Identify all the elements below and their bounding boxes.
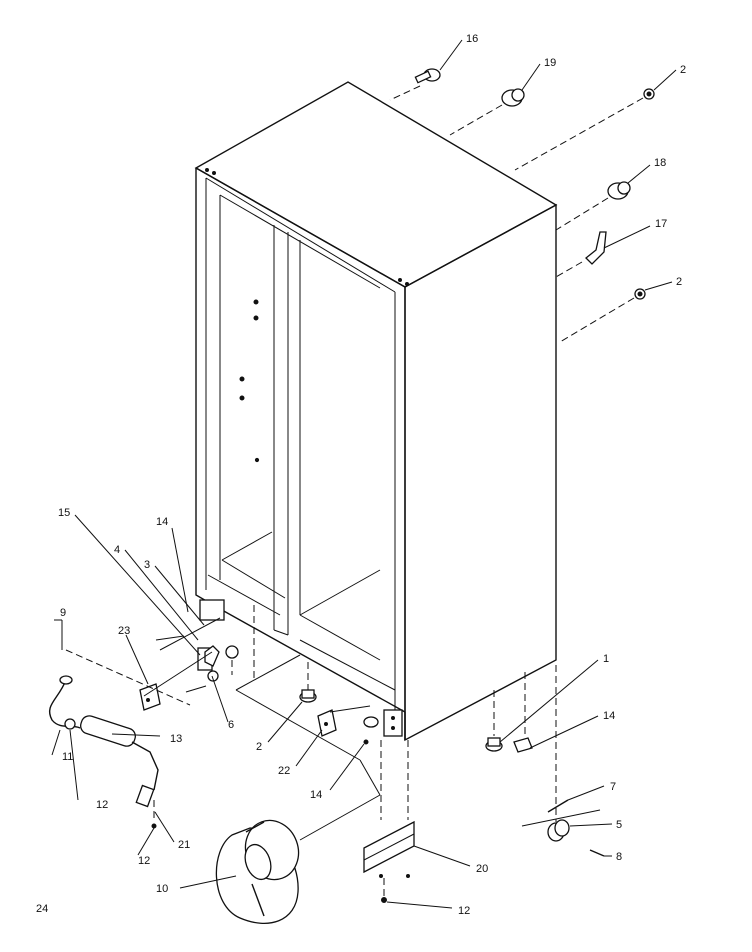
callout-22: 22: [278, 765, 290, 777]
part-7-screw: [547, 785, 605, 813]
callout-10: 10: [156, 883, 168, 895]
part-12-screw-bottom: [381, 878, 453, 909]
left-hinge-assembly: [74, 514, 255, 723]
callout-21: 21: [178, 839, 190, 851]
callout-3: 3: [144, 559, 150, 571]
callout-8: 8: [616, 851, 622, 863]
callout-5: 5: [616, 819, 622, 831]
callout-labels: 16 19 2 18 17 2 15 14 4 3 9 23 6 13 11 1…: [58, 33, 686, 917]
callout-20: 20: [476, 863, 488, 875]
callout-1: 1: [603, 653, 609, 665]
callout-14-center: 14: [310, 789, 322, 801]
callout-6: 6: [228, 719, 234, 731]
part-19-bushing: [449, 63, 541, 136]
cabinet-body: [194, 81, 558, 742]
callout-9: 9: [60, 607, 66, 619]
part-2-leveler-center: [235, 654, 361, 761]
callout-4: 4: [114, 544, 120, 556]
part-1-leveler-right: [485, 659, 599, 752]
part-14-clip-right: [513, 672, 599, 753]
callout-18: 18: [654, 157, 666, 169]
part-16-hinge-pin: [389, 39, 463, 101]
callout-17: 17: [655, 218, 667, 230]
part-17-hinge-bracket: [555, 225, 651, 278]
tube-callout-lines: [51, 729, 175, 856]
part-5-roller: [521, 665, 613, 842]
part-2-screw-top: [514, 69, 677, 171]
callout-15: 15: [58, 507, 70, 519]
part-8-screw: [589, 849, 612, 857]
callout-2-mid: 2: [676, 276, 682, 288]
callout-23: 23: [118, 625, 130, 637]
callout-14-left: 14: [156, 516, 168, 528]
callout-12-lower: 12: [138, 855, 150, 867]
part-13-drain-tube: [48, 619, 191, 808]
callout-12-left: 12: [96, 799, 108, 811]
part-22-bracket: [295, 705, 371, 767]
callout-13: 13: [170, 733, 182, 745]
callout-12-bottom: 12: [458, 905, 470, 917]
callout-14-right: 14: [603, 710, 615, 722]
part-23-bracket: [125, 634, 213, 711]
callout-2-top: 2: [680, 64, 686, 76]
callout-16: 16: [466, 33, 478, 45]
page-number: 24: [36, 903, 48, 915]
part-10-fan-shroud: [179, 759, 381, 924]
callout-7: 7: [610, 781, 616, 793]
callout-19: 19: [544, 57, 556, 69]
callout-11: 11: [62, 751, 73, 763]
part-18-bushing: [555, 164, 651, 231]
callout-2-center: 2: [256, 741, 262, 753]
part-20-kickplate-bracket: [363, 820, 471, 878]
part-14-nut-center: [329, 709, 409, 820]
part-2-screw-mid: [559, 281, 673, 343]
